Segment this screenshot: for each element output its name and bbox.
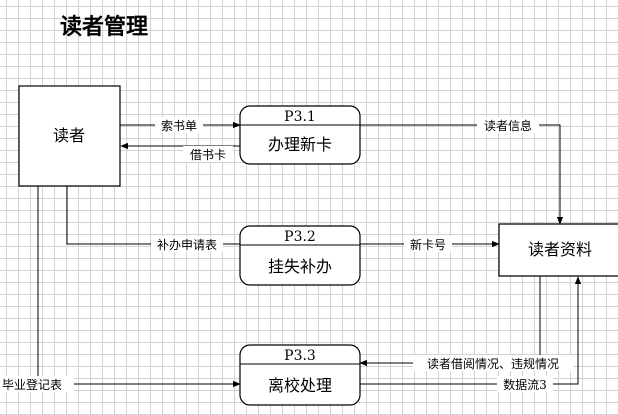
data-store-label: 读者资料 bbox=[528, 240, 592, 259]
flow-label-reader-info: 读者信息 bbox=[484, 118, 532, 133]
reader-entity bbox=[18, 85, 121, 187]
process-p3-1-name: 办理新卡 bbox=[268, 135, 332, 154]
flow-label-data-flow-3: 数据流3 bbox=[503, 377, 547, 392]
flow-reissue-form-line bbox=[66, 186, 240, 245]
flow-borrow-violation-line bbox=[359, 276, 541, 367]
flow-label-graduation-form: 毕业登记表 bbox=[2, 377, 62, 392]
process-p3-3: P3.3 离校处理 bbox=[239, 344, 361, 406]
diagram-title: 读者管理 bbox=[60, 14, 148, 40]
process-p3-2-id: P3.2 bbox=[284, 229, 316, 245]
reader-entity-label: 读者 bbox=[53, 126, 85, 145]
flow-data-3-line bbox=[360, 276, 582, 385]
process-p3-3-id: P3.3 bbox=[284, 348, 316, 364]
process-p3-1-id: P3.1 bbox=[284, 109, 316, 125]
reader-data-store: 读者资料 bbox=[498, 223, 618, 277]
flow-reader-info-line bbox=[360, 124, 564, 225]
flow-label-request-form: 索书单 bbox=[161, 119, 197, 133]
process-p3-2: P3.2 挂失补办 bbox=[239, 225, 361, 286]
flow-label-new-card-no: 新卡号 bbox=[410, 237, 446, 252]
process-p3-1: P3.1 办理新卡 bbox=[239, 105, 361, 165]
process-p3-2-name: 挂失补办 bbox=[268, 257, 332, 276]
flow-label-reissue-form: 补办申请表 bbox=[157, 237, 217, 252]
flow-label-borrow-card: 借书卡 bbox=[190, 148, 226, 162]
flow-label-borrow-violation: 读者借阅情况、违规情况 bbox=[427, 356, 559, 371]
process-p3-3-name: 离校处理 bbox=[268, 376, 332, 395]
